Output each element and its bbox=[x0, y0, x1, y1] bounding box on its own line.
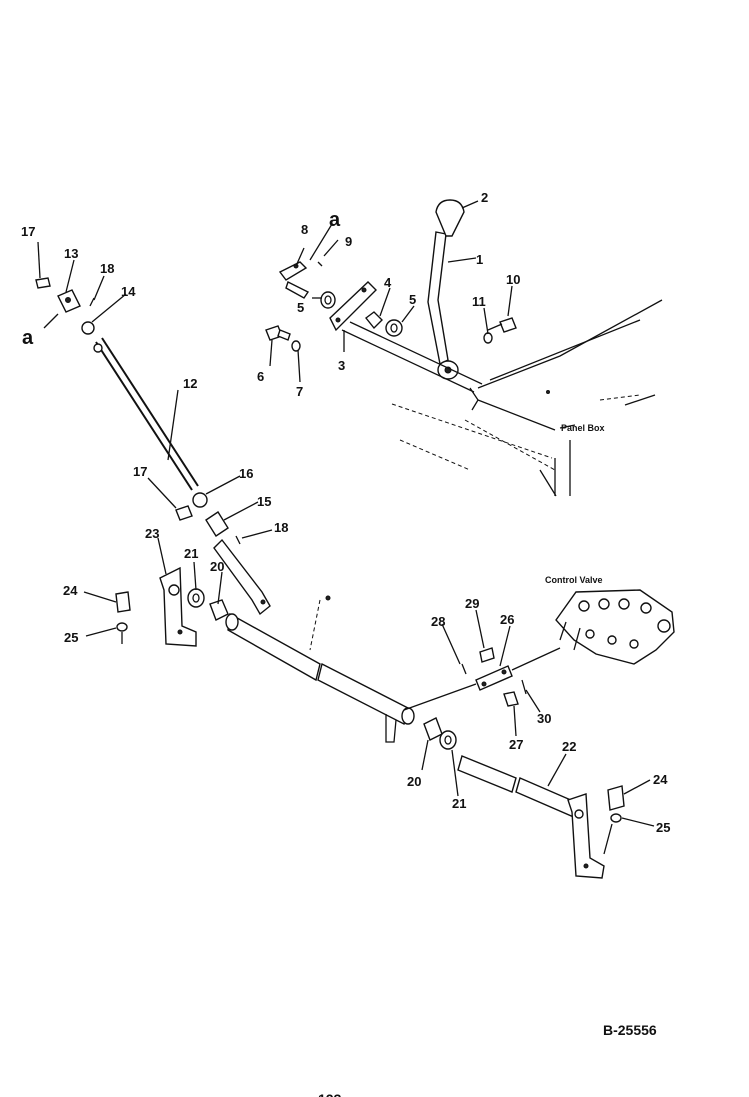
pin-27 bbox=[503, 691, 519, 707]
bracket-22 bbox=[567, 793, 605, 879]
callout-18b: 18 bbox=[274, 520, 288, 535]
bushing-20-right bbox=[423, 717, 443, 741]
callout-18a: 18 bbox=[100, 261, 114, 276]
callout-1: 1 bbox=[476, 252, 483, 267]
main-shaft bbox=[225, 595, 415, 743]
callout-5a: 5 bbox=[297, 300, 304, 315]
callout-6: 6 bbox=[257, 369, 264, 384]
leader-lines bbox=[37, 200, 655, 827]
drawing-id: B-25556 bbox=[603, 1022, 657, 1038]
control-valve-label: Control Valve bbox=[545, 575, 603, 585]
rod-12 bbox=[93, 337, 199, 491]
callout-20b: 20 bbox=[407, 774, 421, 789]
bolt-24-right bbox=[607, 785, 625, 811]
shaft-segment-right bbox=[457, 755, 581, 819]
callout-30: 30 bbox=[537, 711, 551, 726]
callout-15: 15 bbox=[257, 494, 271, 509]
callout-24b: 24 bbox=[653, 772, 668, 787]
callout-17b: 17 bbox=[133, 464, 147, 479]
callout-12: 12 bbox=[183, 376, 197, 391]
pin-29 bbox=[479, 647, 495, 663]
washer-25-right bbox=[603, 813, 622, 855]
bushing-4 bbox=[365, 311, 383, 330]
lever-shaft bbox=[341, 321, 483, 393]
valve-link-rod bbox=[403, 647, 561, 711]
bolt-24-left bbox=[115, 591, 131, 613]
bolt-10 bbox=[487, 317, 517, 333]
callout-21a: 21 bbox=[184, 546, 198, 561]
washer-25-left bbox=[116, 622, 128, 644]
clevis-13 bbox=[57, 289, 81, 313]
callout-21b: 21 bbox=[452, 796, 466, 811]
clevis-15 bbox=[205, 511, 229, 537]
washer-5a bbox=[320, 291, 336, 309]
callout-27: 27 bbox=[509, 737, 523, 752]
callout-a-upper: a bbox=[329, 209, 341, 231]
callout-16: 16 bbox=[239, 466, 253, 481]
lever-bracket bbox=[329, 281, 377, 332]
control-valve bbox=[555, 589, 675, 665]
callout-23: 23 bbox=[145, 526, 159, 541]
bolt-6 bbox=[265, 325, 291, 341]
callout-a-left: a bbox=[22, 327, 34, 349]
callout-10: 10 bbox=[506, 272, 520, 287]
callout-25a: 25 bbox=[64, 630, 78, 645]
callout-3: 3 bbox=[338, 358, 345, 373]
callout-17a: 17 bbox=[21, 224, 35, 239]
callout-24a: 24 bbox=[63, 583, 78, 598]
callout-13: 13 bbox=[64, 246, 78, 261]
pin-17-top bbox=[35, 277, 51, 289]
panel-box-label: Panel Box bbox=[561, 423, 605, 433]
callout-26: 26 bbox=[500, 612, 514, 627]
split-pin-9 bbox=[317, 261, 323, 267]
callout-5b: 5 bbox=[409, 292, 416, 307]
callout-11: 11 bbox=[472, 294, 486, 309]
page-number-fragment: 123 bbox=[318, 1091, 342, 1097]
callout-22: 22 bbox=[562, 739, 576, 754]
washer-7 bbox=[291, 340, 301, 352]
control-lever bbox=[427, 231, 459, 380]
callout-14: 14 bbox=[121, 284, 136, 299]
bushing-20-left bbox=[209, 599, 229, 621]
callout-8: 8 bbox=[301, 222, 308, 237]
nut-14 bbox=[81, 321, 95, 335]
washer-5b bbox=[385, 319, 403, 337]
callout-4: 4 bbox=[384, 275, 392, 290]
callout-25b: 25 bbox=[656, 820, 670, 835]
bushing-21-left bbox=[187, 588, 205, 608]
callout-9: 9 bbox=[345, 234, 352, 249]
bushing-21-right bbox=[439, 730, 457, 750]
lever-knob bbox=[435, 199, 465, 237]
callout-7: 7 bbox=[296, 384, 303, 399]
callout-2: 2 bbox=[481, 190, 488, 205]
callout-20a: 20 bbox=[210, 559, 224, 574]
pin-17-mid bbox=[175, 505, 193, 521]
split-pin-30 bbox=[521, 679, 527, 695]
split-pin-18-top bbox=[89, 297, 95, 307]
washer-11 bbox=[483, 332, 493, 344]
callout-29: 29 bbox=[465, 596, 479, 611]
panel-box bbox=[391, 299, 663, 497]
shaft-arm bbox=[213, 538, 271, 616]
bracket-23 bbox=[159, 566, 197, 647]
pin-8 bbox=[278, 261, 310, 299]
callout-28: 28 bbox=[431, 614, 445, 629]
nut-16 bbox=[192, 492, 208, 508]
link-26 bbox=[475, 665, 513, 691]
split-pin-28 bbox=[461, 663, 467, 675]
split-pin-18-mid bbox=[235, 535, 241, 545]
